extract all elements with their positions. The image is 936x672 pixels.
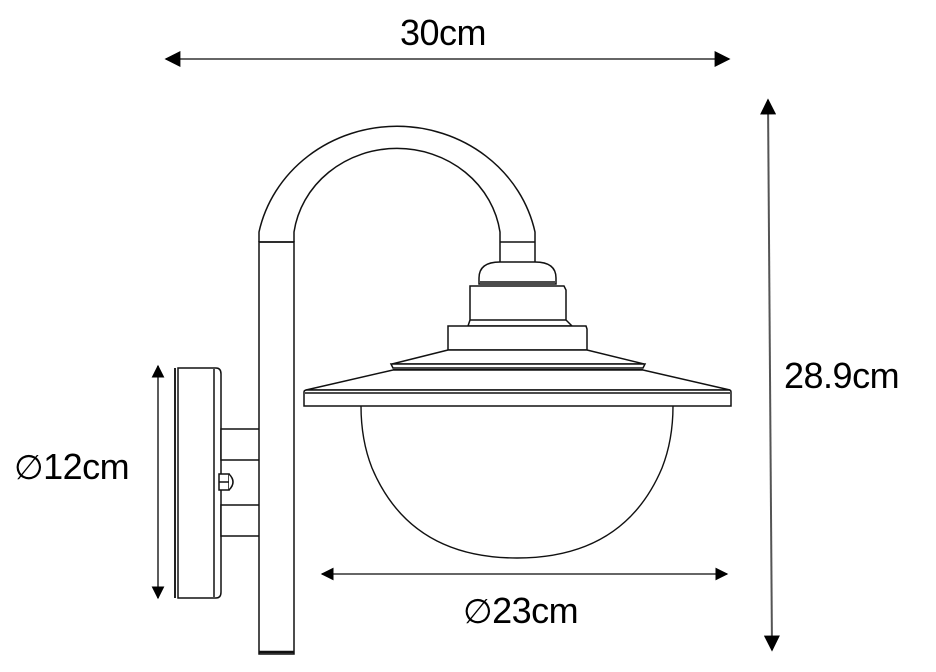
lamp-arm-vertical: [258, 241, 295, 655]
mount-diameter-value: 12cm: [43, 446, 130, 487]
lamp-cap-collar: [466, 285, 574, 327]
shade-diameter-label: ∅23cm: [463, 590, 579, 631]
width-value: 30cm: [400, 12, 487, 53]
mount-screw: [218, 473, 234, 491]
height-value: 28.9cm: [784, 355, 900, 396]
lamp-glass-globe: [360, 405, 674, 559]
diameter-symbol-icon: ∅: [463, 593, 493, 631]
lamp-arm-curve: [258, 125, 536, 262]
diameter-symbol-icon: ∅: [14, 449, 44, 487]
lamp-cap-dome: [478, 261, 557, 285]
dimension-height-arrow: [760, 98, 780, 652]
wall-mount-plate: [174, 367, 222, 599]
shade-diameter-value: 23cm: [492, 590, 579, 631]
lamp-cap-ring: [447, 325, 588, 351]
width-label: 30cm: [400, 12, 487, 53]
lamp-shade: [303, 349, 732, 407]
height-label: 28.9cm: [784, 355, 900, 396]
mount-diameter-label: ∅12cm: [14, 446, 130, 487]
